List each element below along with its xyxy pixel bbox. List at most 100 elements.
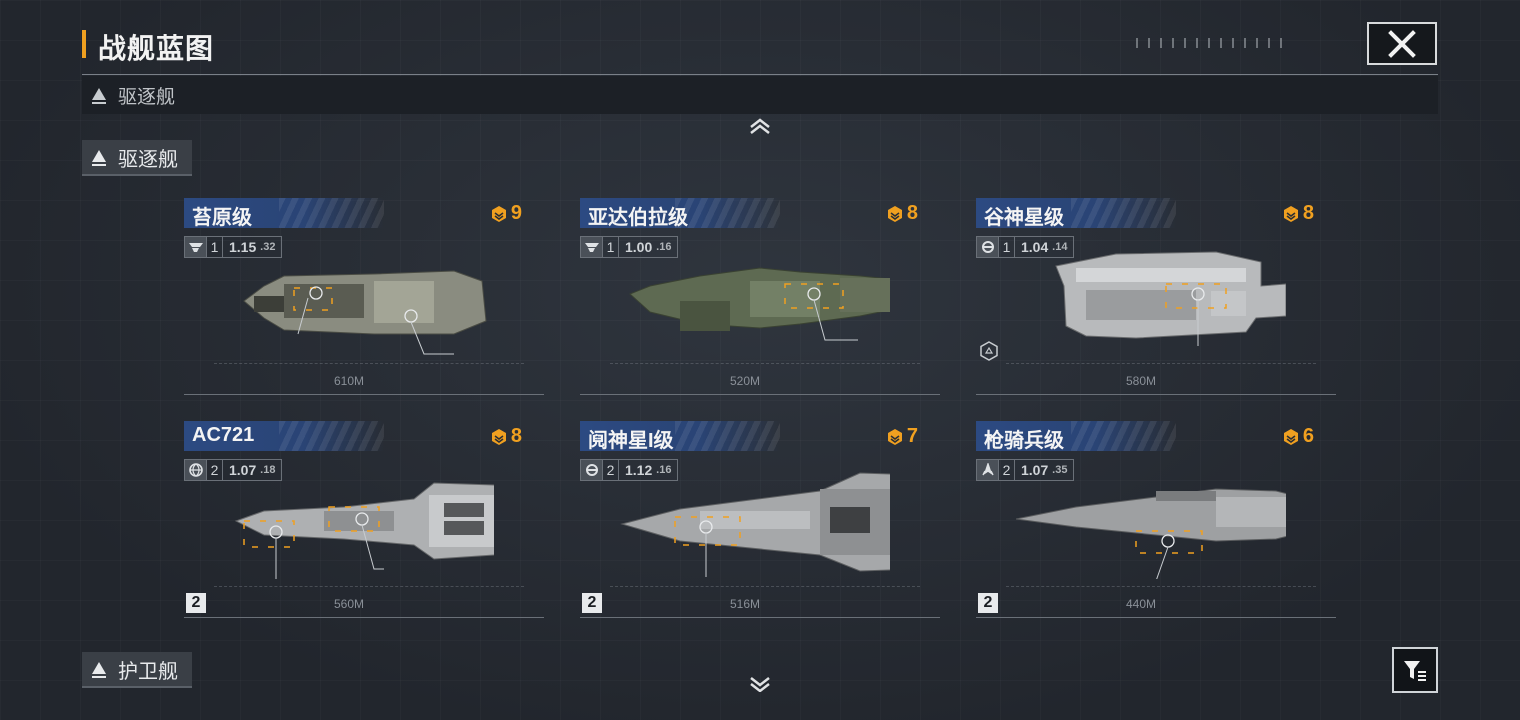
ship-card[interactable]: 苔原级 9 1 1.15 .32 610M <box>184 198 544 396</box>
ship-card[interactable]: 阋神星I级 7 2 1.12 .16 2 516M <box>580 421 940 619</box>
close-button[interactable] <box>1367 22 1437 65</box>
ship-speed: 1.15 <box>229 239 257 255</box>
rank-emblem-icon <box>887 205 902 222</box>
ship-rank: 8 <box>490 425 522 448</box>
ship-card[interactable]: AC721 8 2 1.07 .18 2 560M <box>184 421 544 619</box>
ship-blueprint-image <box>224 246 494 356</box>
ship-card[interactable]: 谷神星级 8 1 1.04 .14 580M <box>976 198 1336 396</box>
ship-length: 516M <box>730 597 761 611</box>
ship-blueprint-image <box>1015 469 1309 582</box>
ship-card[interactable]: 枪骑兵级 6 2 1.07 .35 2 440M <box>976 421 1336 619</box>
ship-length: 610M <box>334 374 365 388</box>
decorative-ticks <box>1136 38 1286 48</box>
triangle-icon <box>92 88 106 104</box>
ship-tier: 2 <box>999 460 1015 480</box>
filter-icon <box>1404 661 1426 681</box>
ship-speed: 1.04 <box>1021 239 1049 255</box>
scroll-down-button[interactable] <box>748 676 772 693</box>
section-tag-frigate[interactable]: 护卫舰 <box>82 652 192 688</box>
ship-turn: .32 <box>260 241 276 253</box>
ship-stats: 1 1.15 .32 <box>184 236 283 258</box>
chevron-down-icon <box>750 677 770 693</box>
card-baseline <box>580 394 940 395</box>
ship-name-bar: 阋神星I级 <box>580 421 780 452</box>
filter-button[interactable] <box>1392 647 1438 693</box>
ship-turn: .16 <box>656 464 672 476</box>
title-accent-bar <box>82 30 86 58</box>
ship-name: AC721 <box>192 424 255 446</box>
ship-name-bar: 枪骑兵级 <box>976 421 1176 452</box>
ship-blueprint-image <box>224 469 515 581</box>
ship-stats: 1 1.04 .14 <box>976 236 1075 258</box>
rank-emblem-icon <box>491 428 506 445</box>
ship-blueprint-image <box>620 469 926 579</box>
ship-name-bar: AC721 <box>184 421 384 451</box>
wing-emblem-icon <box>581 237 603 257</box>
ship-length: 560M <box>334 597 365 611</box>
card-baseline <box>976 617 1336 618</box>
ship-speed: 1.00 <box>625 239 653 255</box>
ship-blueprint-image <box>1016 246 1287 356</box>
section-tag-destroyer[interactable]: 驱逐舰 <box>82 140 192 176</box>
tech-schematic <box>214 586 524 616</box>
tech-schematic <box>610 363 920 393</box>
rank-emblem-icon <box>1283 205 1298 222</box>
card-baseline <box>184 617 544 618</box>
ship-name: 枪骑兵级 <box>984 430 1064 452</box>
ship-stats: 2 1.12 .16 <box>580 459 679 481</box>
category-dropdown[interactable]: 驱逐舰 <box>82 76 1438 114</box>
globe-emblem-icon <box>185 460 207 480</box>
gear-emblem-icon <box>977 237 999 257</box>
ship-turn: .16 <box>656 241 672 253</box>
scroll-up-button[interactable] <box>748 118 772 134</box>
rank-value: 8 <box>906 202 918 224</box>
ship-turn: .18 <box>260 464 276 476</box>
rank-value: 7 <box>906 425 918 447</box>
ship-tier: 1 <box>999 237 1015 257</box>
ship-stats: 2 1.07 .35 <box>976 459 1075 481</box>
ship-stats: 2 1.07 .18 <box>184 459 283 481</box>
rank-value: 6 <box>1302 425 1314 447</box>
close-icon <box>1388 29 1416 58</box>
section-label: 护卫舰 <box>118 660 178 683</box>
ship-name: 谷神星级 <box>984 207 1064 229</box>
card-baseline <box>580 617 940 618</box>
ship-tier: 2 <box>207 460 223 480</box>
ship-rank: 7 <box>886 425 918 448</box>
ship-card[interactable]: 亚达伯拉级 8 1 1.00 .16 520M <box>580 198 940 396</box>
ship-length: 520M <box>730 374 761 388</box>
ship-name-bar: 苔原级 <box>184 198 384 229</box>
ship-name-bar: 亚达伯拉级 <box>580 198 780 229</box>
chevron-up-icon <box>750 118 770 134</box>
ship-speed: 1.12 <box>625 462 653 478</box>
ship-length: 440M <box>1126 597 1157 611</box>
card-baseline <box>184 394 544 395</box>
ship-stats: 1 1.00 .16 <box>580 236 679 258</box>
ship-rank: 8 <box>1282 202 1314 225</box>
tech-schematic <box>1006 586 1316 616</box>
tech-schematic <box>610 586 920 616</box>
ship-blueprint-image <box>620 246 901 356</box>
rank-emblem-icon <box>887 428 902 445</box>
ship-speed: 1.07 <box>229 462 257 478</box>
rank-value: 9 <box>510 202 522 224</box>
ship-name-bar: 谷神星级 <box>976 198 1176 229</box>
triangle-icon <box>92 662 106 678</box>
ship-name: 亚达伯拉级 <box>588 207 688 229</box>
ship-rank: 6 <box>1282 425 1314 448</box>
rank-value: 8 <box>1302 202 1314 224</box>
ship-name: 阋神星I级 <box>588 430 674 452</box>
card-baseline <box>976 394 1336 395</box>
header-divider <box>82 74 1438 75</box>
tier-badge: 2 <box>186 593 206 613</box>
tech-schematic <box>1006 363 1316 393</box>
tier-badge: 2 <box>978 593 998 613</box>
ship-tier: 1 <box>603 237 619 257</box>
tech-schematic <box>214 363 524 393</box>
gear-emblem-icon <box>581 460 603 480</box>
ship-tier: 1 <box>207 237 223 257</box>
hexagon-icon <box>980 341 998 361</box>
ship-rank: 9 <box>490 202 522 225</box>
ship-name: 苔原级 <box>192 207 252 229</box>
ship-tier: 2 <box>603 460 619 480</box>
